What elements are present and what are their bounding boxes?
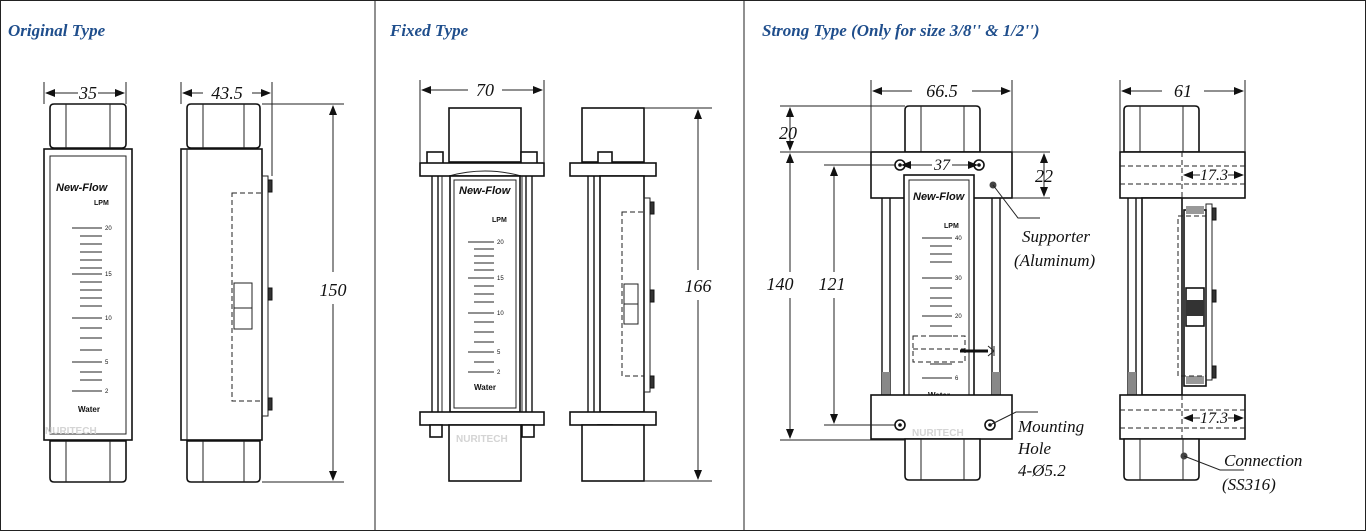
- label-mounting: Mounting: [1017, 417, 1084, 436]
- tick-label: 20: [955, 314, 962, 320]
- dim-front-width: 66.5: [926, 81, 958, 101]
- unit-text: LPM: [944, 223, 959, 230]
- dim-total-height: 140: [767, 274, 794, 294]
- tick-label: 30: [955, 276, 962, 282]
- tick-label: 10: [497, 311, 504, 317]
- dim-supporter-height: 22: [1035, 166, 1053, 186]
- unit-text: LPM: [492, 217, 507, 224]
- label-hole-spec: 4-Ø5.2: [1018, 461, 1066, 480]
- front-view: New-Flow LPM 20 15 10 5 2 Water: [419, 80, 545, 482]
- maker-text: NURITECH: [45, 426, 97, 437]
- fluid-text: Water: [78, 405, 100, 414]
- dim-width: 70: [476, 80, 494, 100]
- dim-top: 20: [779, 123, 797, 143]
- tick-label: 40: [955, 236, 962, 242]
- tick-label: 15: [497, 276, 504, 282]
- front-view: New-Flow LPM 20 15 10 5 2 Water NURITECH: [43, 82, 133, 483]
- side-view: 17.3 17.3: [1119, 80, 1302, 494]
- dim-front-width: 35: [78, 83, 97, 103]
- tick-label: 5: [497, 350, 501, 356]
- scale-ticks: [468, 241, 494, 373]
- maker-text: NURITECH: [456, 434, 508, 445]
- panel-fixed-type: Fixed Type New-Flow LPM: [389, 21, 712, 482]
- panel-title: Fixed Type: [389, 21, 469, 40]
- fluid-text: Water: [474, 383, 496, 392]
- panel-strong-type: Strong Type (Only for size 3/8'' & 1/2''…: [762, 21, 1302, 494]
- tick-label: 2: [105, 389, 109, 395]
- tick-label: 10: [105, 316, 112, 322]
- label-connection: Connection: [1224, 451, 1302, 470]
- panel-title: Original Type: [8, 21, 106, 40]
- brand-text: New-Flow: [913, 191, 966, 203]
- maker-text: NURITECH: [912, 428, 964, 439]
- label-supporter: Supporter: [1022, 227, 1090, 246]
- tick-label: 6: [955, 376, 959, 382]
- label-supporter-material: (Aluminum): [1014, 251, 1096, 270]
- dim-hole-height: 121: [819, 274, 846, 294]
- side-view: 43.5 150: [180, 82, 347, 483]
- label-connection-material: (SS316): [1222, 475, 1276, 494]
- panel-title: Strong Type (Only for size 3/8'' & 1/2''…: [762, 21, 1040, 40]
- brand-text: New-Flow: [459, 185, 512, 197]
- scale-ticks: [72, 227, 102, 392]
- dim-height: 166: [685, 276, 712, 296]
- tick-label: 20: [497, 240, 504, 246]
- side-view: 166: [569, 107, 712, 482]
- dim-conn-bottom: 17.3: [1200, 410, 1228, 427]
- panel-original-type: Original Type New-Flow LPM: [8, 21, 347, 483]
- dim-hole-spacing: 37: [933, 157, 951, 174]
- unit-text: LPM: [94, 200, 109, 207]
- tick-label: 5: [105, 360, 109, 366]
- tick-label: 15: [105, 272, 112, 278]
- label-hole: Hole: [1017, 439, 1052, 458]
- dim-side-width: 61: [1174, 81, 1192, 101]
- dim-height: 150: [320, 280, 347, 300]
- tick-label: 2: [497, 370, 501, 376]
- front-view: New-Flow LPM 40 30 20 6 Water: [767, 80, 1096, 481]
- dim-side-width: 43.5: [211, 83, 243, 103]
- tick-label: 20: [105, 226, 112, 232]
- dim-conn-top: 17.3: [1200, 167, 1228, 184]
- brand-text: New-Flow: [56, 182, 109, 194]
